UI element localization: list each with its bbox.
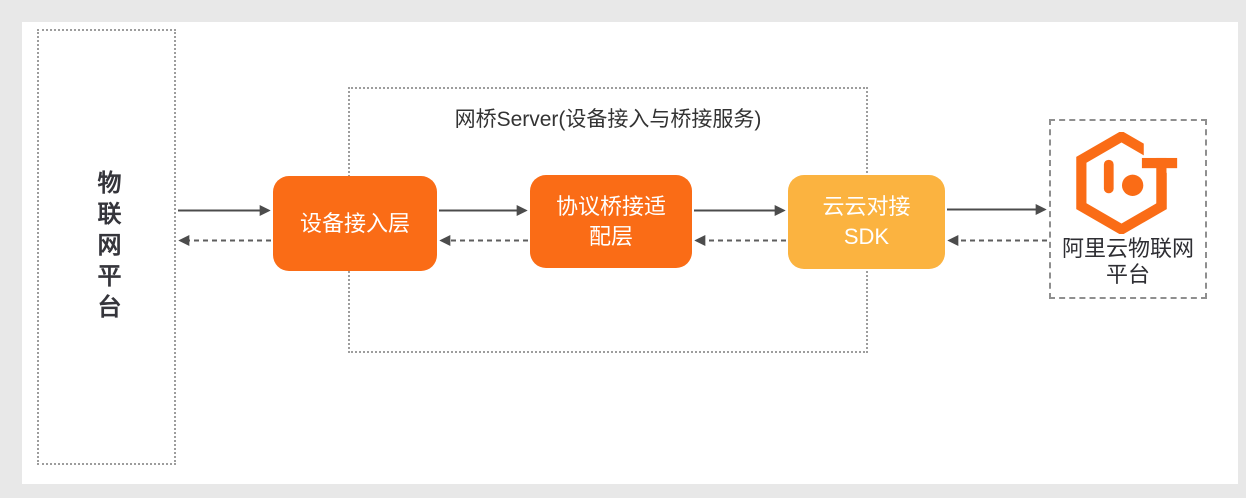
aliyun-platform-box: 阿里云物联网 平台	[1049, 119, 1207, 299]
node-cloud-cloud-sdk-label: 云云对接 SDK	[822, 194, 911, 249]
aliyun-iot-logo-icon	[1076, 132, 1183, 234]
node-protocol-bridge-adapter-layer-label: 协议桥接适 配层	[555, 193, 666, 249]
bridge-server-title: 网桥Server(设备接入与桥接服务)	[454, 108, 762, 131]
iot-platform-box: 物联网平台	[37, 29, 176, 465]
diagram-card: 物联网平台 网桥Server(设备接入与桥接服务) 阿里云物联网 平台	[22, 22, 1238, 484]
node-protocol-bridge-adapter-layer: 协议桥接适 配层	[530, 175, 692, 268]
node-device-access-layer: 设备接入层	[273, 176, 437, 271]
node-cloud-cloud-sdk: 云云对接 SDK	[788, 175, 945, 269]
iot-platform-label: 物联网平台	[93, 169, 120, 325]
aliyun-platform-label: 阿里云物联网 平台	[1061, 236, 1194, 287]
node-device-access-layer-label: 设备接入层	[299, 210, 410, 236]
